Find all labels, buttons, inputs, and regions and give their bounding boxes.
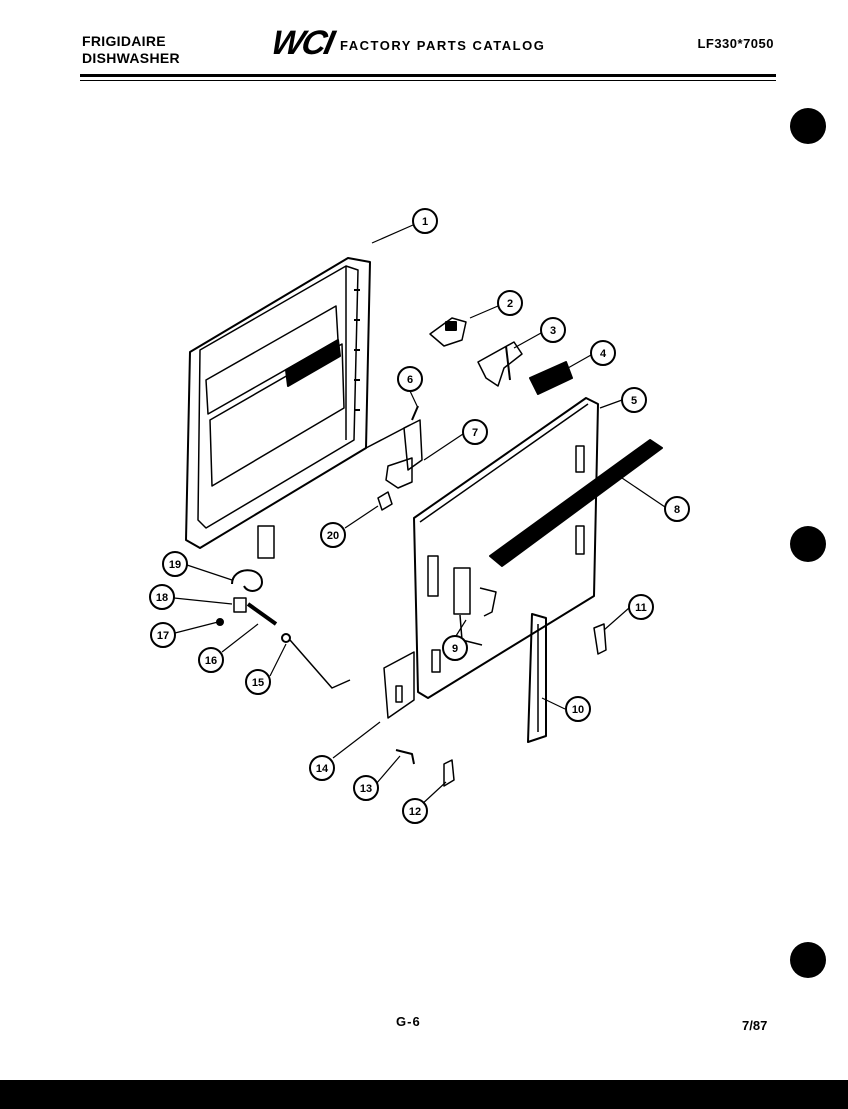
catalog-date: 7/87 [742,1018,768,1033]
outer-door-panel [413,397,599,699]
leader-lines [173,224,666,807]
callout-5: 5 [621,387,647,413]
callout-18: 18 [149,584,175,610]
callout-14: 14 [309,755,335,781]
callout-6: 6 [397,366,423,392]
punch-hole-bottom [790,942,826,978]
callout-4: 4 [590,340,616,366]
callout-8-label: 8 [674,504,680,516]
hinge-assembly [385,405,423,489]
catalog-title: FACTORY PARTS CATALOG [340,38,546,53]
door-latch [477,341,523,387]
callout-5-label: 5 [631,395,637,407]
callout-16-label: 16 [205,655,217,667]
callout-11-label: 11 [635,602,647,614]
callout-15-label: 15 [252,677,264,689]
callout-3-label: 3 [550,325,556,337]
callout-11: 11 [628,594,654,620]
callout-13: 13 [353,775,379,801]
callout-2-label: 2 [507,298,513,310]
callout-1: 1 [412,208,438,234]
header-rule-thin [80,80,776,81]
callout-7-label: 7 [472,427,478,439]
callout-19: 19 [162,551,188,577]
model-number: LF330*7050 [697,36,774,51]
callout-9: 9 [442,635,468,661]
door-bracket [443,759,455,787]
callout-14-label: 14 [316,763,329,775]
callout-20: 20 [320,522,346,548]
hinge-hardware [216,525,351,689]
callout-9-label: 9 [452,643,458,655]
callout-3: 3 [540,317,566,343]
callout-17: 17 [150,622,176,648]
punch-hole-middle [790,526,826,562]
door-switch [529,361,573,395]
callout-1-label: 1 [422,216,428,228]
callout-19-label: 19 [169,559,181,571]
header-rule [80,74,776,77]
callout-18-label: 18 [156,592,168,604]
punch-hole-top [790,108,826,144]
side-rail [527,613,547,743]
callout-4-label: 4 [600,348,607,360]
product-type: DISHWASHER [82,50,180,66]
inner-door-panel [185,257,411,549]
brand-block: FRIGIDAIRE DISHWASHER [82,33,180,67]
top-trim-strip [489,439,663,567]
small-clip [593,623,607,655]
callout-6-label: 6 [407,374,413,386]
brand-name: FRIGIDAIRE [82,33,166,49]
callout-2: 2 [497,290,523,316]
latch-clip [429,317,467,347]
callout-13-label: 13 [360,783,372,795]
callout-12-label: 12 [409,806,421,818]
callout-8: 8 [664,496,690,522]
lower-panel [383,651,415,719]
callout-20-label: 20 [327,530,339,542]
callout-16: 16 [198,647,224,673]
callout-7: 7 [462,419,488,445]
callout-17-label: 17 [157,630,169,642]
callout-10: 10 [565,696,591,722]
callout-12: 12 [402,798,428,824]
hinge-bushing [377,491,393,511]
scan-edge-band [0,1080,848,1109]
callout-10-label: 10 [572,704,584,716]
callouts: 1 2 3 4 5 6 7 8 9 10 11 12 13 14 15 16 1… [149,208,690,824]
callout-15: 15 [245,669,271,695]
page-number: G-6 [396,1014,421,1029]
door-spring-clip [395,749,415,765]
